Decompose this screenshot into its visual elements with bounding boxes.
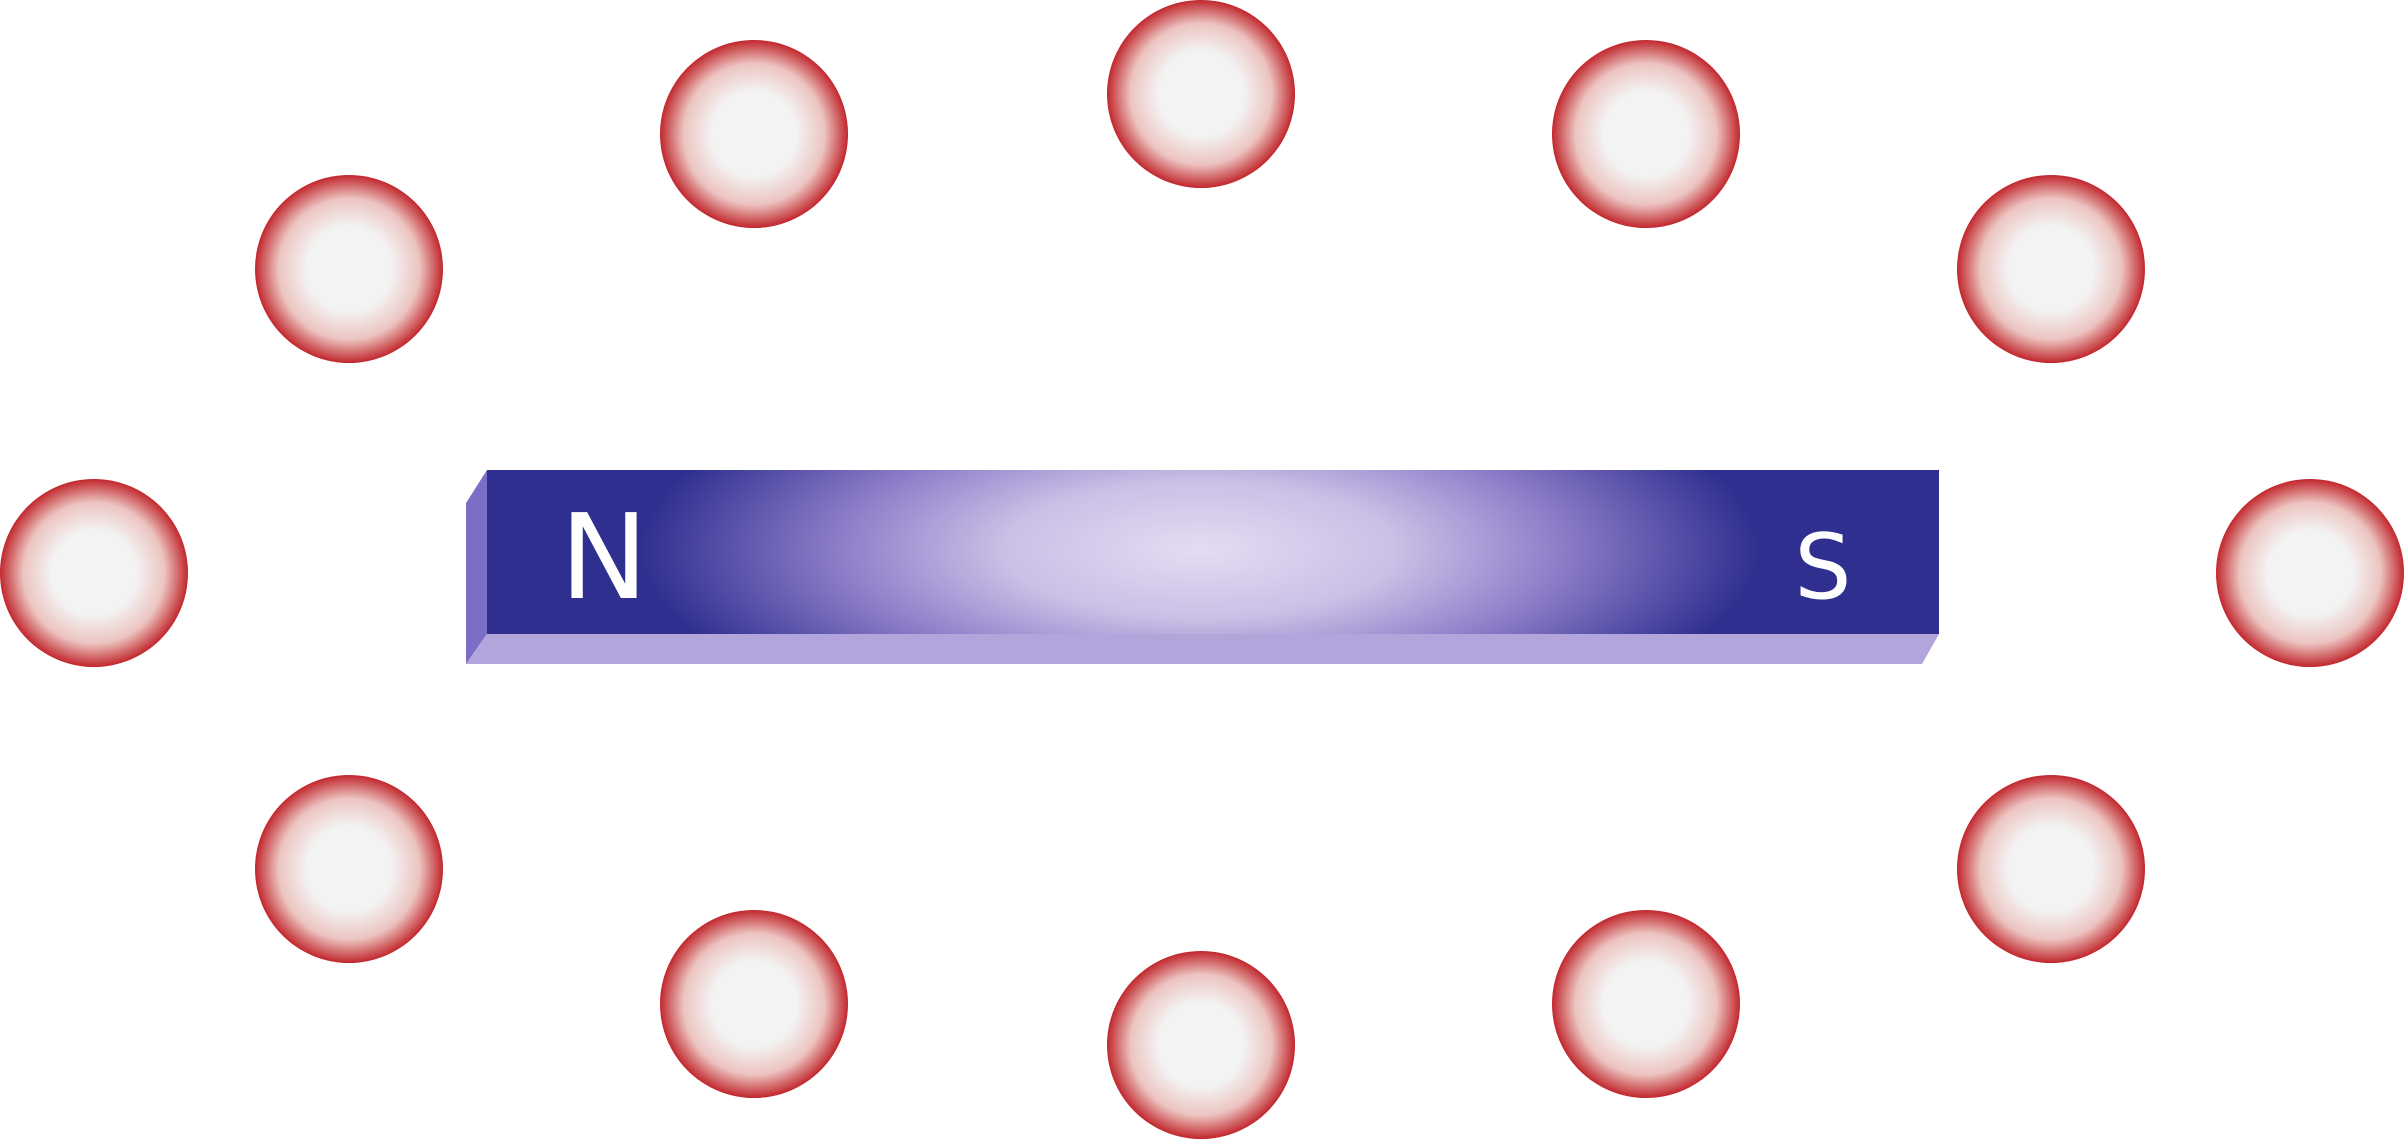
compass-circle-11 (1552, 910, 1740, 1098)
magnet-side-face (466, 470, 487, 664)
bar-magnet: N S (466, 470, 1939, 664)
compass-circle-2 (660, 40, 848, 228)
compass-circle-12 (1107, 951, 1295, 1139)
compass-circle-1 (1107, 0, 1295, 188)
compass-circle-10 (660, 910, 848, 1098)
compass-circle-7 (2216, 479, 2404, 667)
compass-circle-6 (0, 479, 188, 667)
compass-circle-8 (255, 775, 443, 963)
compass-circle-9 (1957, 775, 2145, 963)
north-pole-label: N (560, 488, 648, 626)
compass-circle-5 (1957, 175, 2145, 363)
magnet-top-face (487, 470, 1939, 634)
magnet-bottom-face (466, 634, 1939, 664)
compass-circle-3 (1552, 40, 1740, 228)
south-pole-label: S (1794, 515, 1851, 620)
compass-circle-4 (255, 175, 443, 363)
